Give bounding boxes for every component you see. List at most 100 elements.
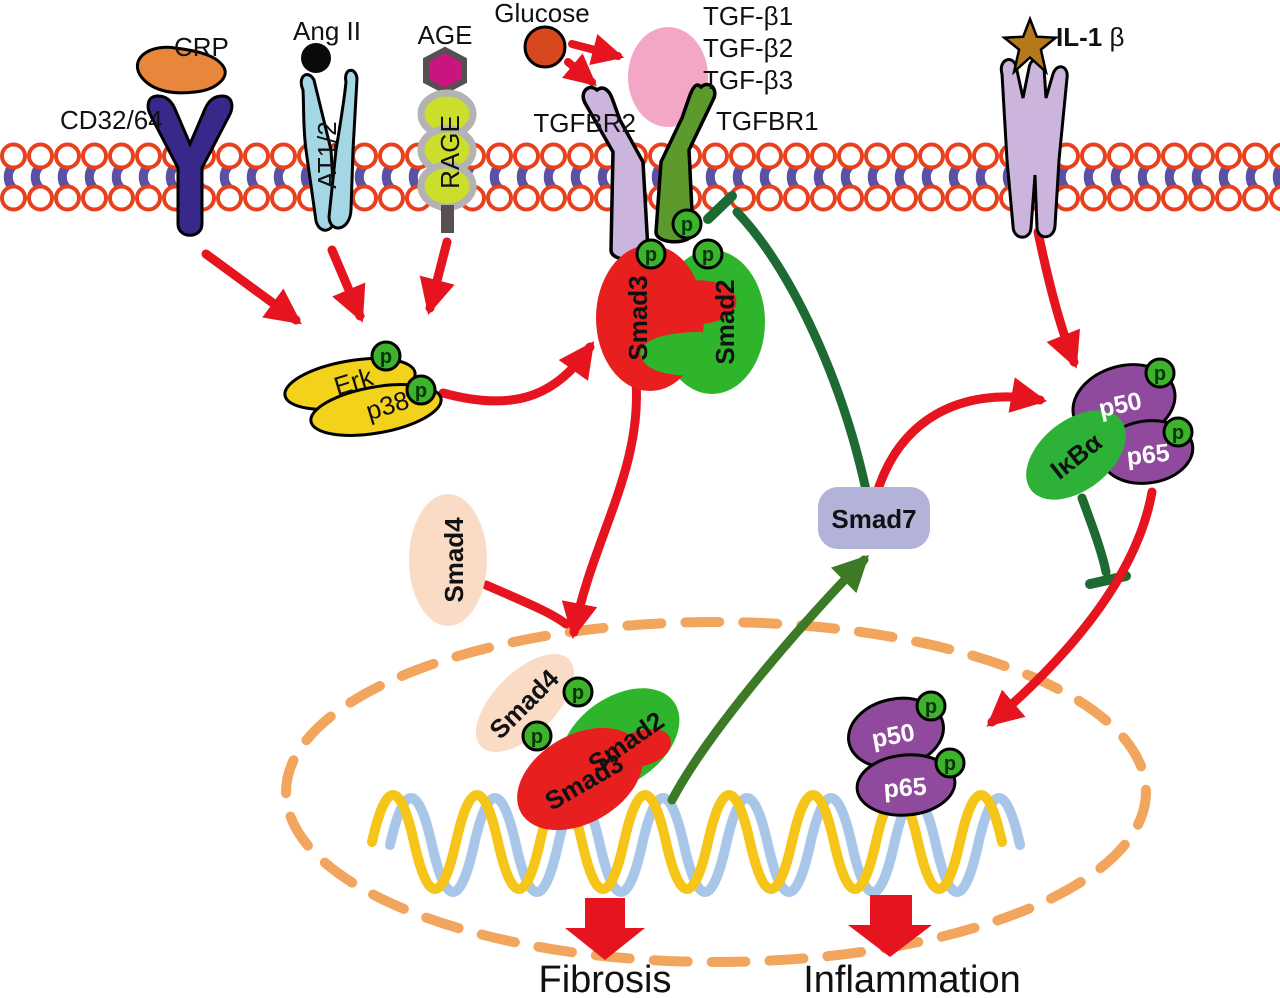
- smad3-label: Smad3: [623, 275, 653, 360]
- arrow-smad4-join: [481, 580, 571, 629]
- phospho-label: p: [572, 682, 584, 704]
- il1-label-main: IL-1: [1056, 22, 1102, 52]
- outcome-fibrosis: Fibrosis: [538, 898, 672, 998]
- arrow-rage-to-erk: [419, 237, 455, 315]
- tgf-module: Glucose TGF-β1 TGF-β2 TGF-β3 TGFBR2 TGFB…: [494, 0, 819, 262]
- arrow-at12-to-erk: [327, 245, 366, 323]
- outcome-inflammation: Inflammation: [803, 895, 1021, 998]
- phospho-circle: [934, 747, 966, 779]
- phospho-badge: p: [521, 720, 553, 752]
- crp-label: CRP: [174, 32, 229, 62]
- tgfbr1-label: TGFBR1: [716, 106, 819, 136]
- phospho-badge: p: [562, 676, 594, 708]
- smad3-tab: [664, 280, 737, 326]
- phospho-badge: p: [934, 747, 966, 779]
- down-block-arrow: [848, 895, 932, 957]
- down-block-arrow: [565, 898, 645, 960]
- at12-receptor-left: [299, 73, 337, 232]
- p65-protein: [855, 753, 957, 817]
- phospho-label: p: [645, 244, 657, 266]
- il1-module: IL-1 β: [999, 15, 1124, 239]
- phospho-badge: p: [405, 374, 437, 406]
- arrow-smad-complex-to-nucleus: [561, 377, 641, 640]
- ikba-protein: [1026, 410, 1126, 500]
- phospho-badge: p: [671, 208, 703, 240]
- arrow-glucose-to-tgfbr2: [562, 53, 597, 87]
- phospho-label: p: [944, 753, 956, 775]
- nucleus-boundary: [281, 617, 1151, 967]
- angii-label: Ang II: [293, 16, 361, 46]
- phospho-circle: [1144, 357, 1176, 389]
- smad3-tab: [600, 729, 671, 770]
- phospho-label: p: [415, 380, 427, 402]
- nfkb-cytoplasm-complex: p50 p65 IκBα: [1026, 363, 1195, 500]
- cd32-64-label: CD32/64: [60, 105, 163, 135]
- arrow-crp-to-erk: [201, 249, 302, 325]
- phospho-badge: p: [915, 690, 947, 722]
- phospho-circle: [1162, 416, 1194, 448]
- signal-arrows: [201, 34, 1157, 805]
- arrow-p65-to-nucleus: [986, 487, 1157, 727]
- smad7-label: Smad7: [831, 504, 916, 534]
- smad4-protein: [409, 494, 487, 626]
- phospho-badge: p: [370, 340, 402, 372]
- fibrosis-label: Fibrosis: [538, 959, 671, 998]
- smad23-complex: Smad3 Smad2: [596, 245, 765, 394]
- smad7-module: Smad7: [818, 487, 930, 549]
- phospho-circle: [671, 208, 703, 240]
- phospho-circle: [370, 340, 402, 372]
- phospho-label: p: [1172, 422, 1184, 444]
- arrow-erk-to-smad: [438, 341, 595, 406]
- smad2-label: Smad2: [710, 279, 740, 364]
- smad4-protein: [475, 653, 575, 753]
- glucose-label: Glucose: [494, 0, 589, 28]
- phospho-label: p: [380, 346, 392, 368]
- cd32-64-receptor: [146, 94, 234, 237]
- arrow-dna-to-smad7: [667, 554, 870, 805]
- arrow-smad7-to-ikba: [871, 377, 1048, 501]
- phospho-circle: [692, 238, 724, 270]
- p65-label: p65: [883, 773, 928, 804]
- p65-label: p65: [1125, 439, 1171, 471]
- il1-label-beta: β: [1102, 22, 1124, 52]
- il1-star-ligand: [1000, 15, 1060, 76]
- nuclear-smad-complex: Smad4 Smad2 Smad3: [475, 653, 680, 831]
- glucose-ligand: [523, 25, 567, 69]
- smad2-tab: [640, 332, 716, 376]
- tgfbr2-label: TGFBR2: [533, 108, 636, 138]
- rage-label: RAGE: [435, 115, 465, 189]
- smad7-box: [818, 487, 930, 549]
- arrow-glucose-to-tgf: [568, 34, 625, 66]
- phospho-label: p: [681, 214, 693, 236]
- phospho-badge: p: [1162, 416, 1194, 448]
- at12-receptor-right: [327, 68, 359, 230]
- inflammation-label: Inflammation: [803, 959, 1021, 998]
- phospho-circle: [562, 676, 594, 708]
- inhibition-tbar: [703, 191, 737, 224]
- nuclear-nfkb-complex: p50 p65: [847, 696, 957, 817]
- il1-label: IL-1 β: [1056, 22, 1124, 52]
- age-ligand: [423, 46, 467, 95]
- age-rage-module: AGE RAGE: [417, 20, 477, 233]
- phospho-circle: [635, 238, 667, 270]
- phospho-badge: p: [1144, 357, 1176, 389]
- crp-ligand: [136, 45, 227, 95]
- crp-cd32-module: CRP CD32/64: [60, 32, 234, 237]
- phospho-circle: [405, 374, 437, 406]
- phospho-label: p: [925, 696, 937, 718]
- tgfb1-label: TGF-β1: [703, 1, 793, 31]
- phospho-label: p: [1154, 363, 1166, 385]
- angii-at12-module: Ang II AT1/2: [293, 16, 361, 232]
- angii-ligand: [301, 43, 331, 73]
- smad4-label: Smad4: [439, 517, 469, 603]
- rage-stem: [441, 205, 454, 233]
- phospho-badge: p: [635, 238, 667, 270]
- phospho-circle: [915, 690, 947, 722]
- phospho-badges: p p p p p p p p p p p: [370, 208, 1194, 779]
- tgfb3-label: TGF-β3: [703, 65, 793, 95]
- at12-label: AT1/2: [312, 121, 342, 188]
- phospho-label: p: [531, 726, 543, 748]
- inhibition-line: [1077, 493, 1111, 577]
- tgfb2-label: TGF-β2: [703, 33, 793, 63]
